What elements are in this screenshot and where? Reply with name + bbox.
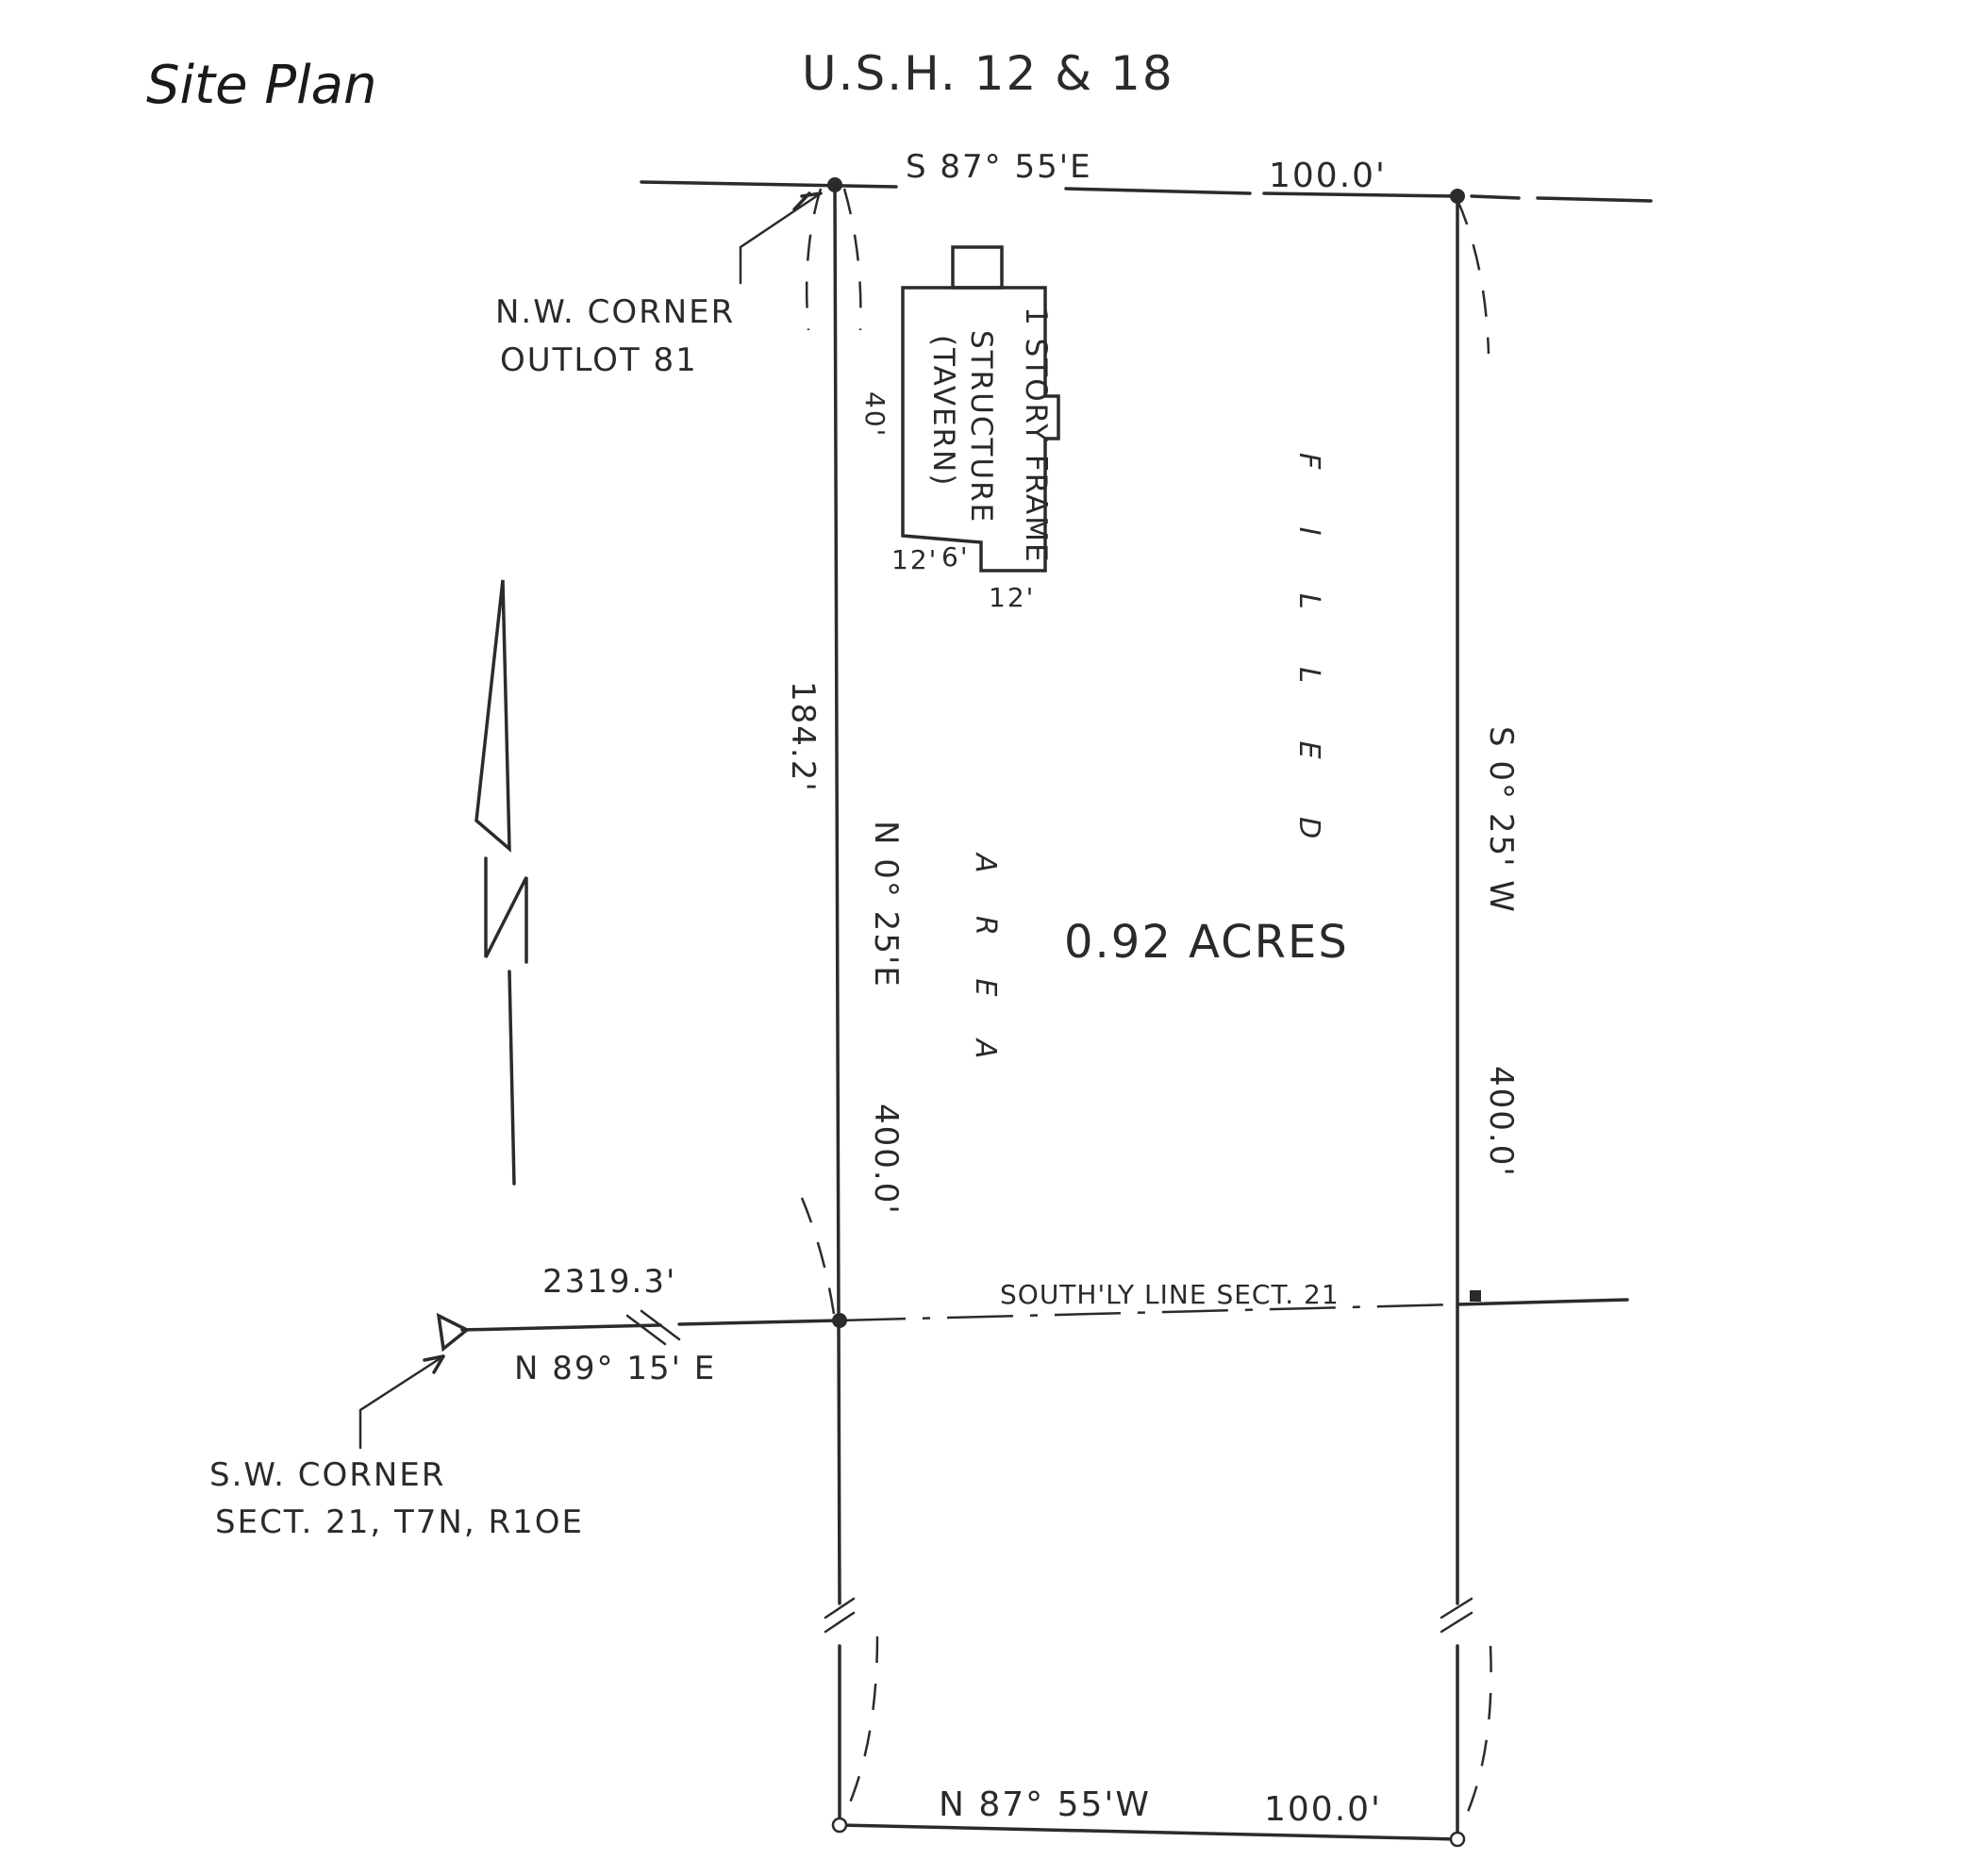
sw-corner-label-1: S.W. CORNER	[209, 1456, 445, 1494]
north-arrow	[474, 579, 528, 1186]
nw-corner-label-2: OUTLOT 81	[500, 341, 698, 379]
building-label-group: 1 STORY FRAME	[1019, 307, 1053, 564]
nw-corner-leader	[739, 191, 823, 285]
break-mark-tie-2	[640, 1309, 681, 1341]
tie-bearing-label: N 89° 15' E	[514, 1350, 716, 1387]
west-distance-label: 400.0'	[867, 1104, 905, 1216]
filled-label-group: F I L L E D	[1292, 453, 1325, 863]
acreage-label: 0.92 ACRES	[1064, 916, 1349, 969]
nw-corner-label-1: N.W. CORNER	[495, 293, 735, 331]
west-distance-group: 400.0'	[867, 1104, 905, 1216]
page-title: Site Plan	[146, 55, 377, 116]
south-bearing-label: N 87° 55'W	[939, 1785, 1151, 1824]
break-mark-west-1	[824, 1597, 856, 1619]
area-label-group: A R E A	[969, 852, 1002, 1075]
building-dim-side: 40'	[859, 391, 891, 438]
arc-ne	[1456, 199, 1490, 355]
sw-corner-triangle	[436, 1312, 471, 1353]
building-label-line3: (TAVERN)	[926, 335, 960, 487]
west-bearing-label: N 0° 25'E	[867, 821, 905, 988]
arc-nw-outer	[805, 188, 823, 331]
building-label-group-3: (TAVERN)	[926, 335, 960, 487]
sw-corner-arrowhead	[423, 1354, 445, 1374]
tie-distance-label: 2319.3'	[542, 1263, 676, 1301]
section-line-label: SOUTH'LY LINE SECT. 21	[1000, 1279, 1340, 1310]
nw-corner-point	[827, 177, 842, 192]
west-partial-group: 184.2'	[784, 681, 822, 793]
north-arrow-letter-n	[484, 856, 528, 964]
building-projection-north	[951, 245, 1004, 290]
se-parcel-point	[1449, 1831, 1466, 1848]
east-distance-group: 400.0'	[1482, 1066, 1520, 1178]
north-arrow-head	[474, 579, 511, 853]
west-partial-label: 184.2'	[784, 681, 822, 793]
highway-label: U.S.H. 12 & 18	[802, 46, 1174, 101]
building-dim-b: 6'	[941, 541, 970, 573]
north-distance-label: 100.0'	[1269, 157, 1387, 195]
north-bearing-label: S 87° 55'E	[906, 148, 1092, 186]
section-line-extension	[1456, 1298, 1629, 1306]
south-distance-label: 100.0'	[1264, 1790, 1382, 1829]
tie-line-west	[460, 1323, 662, 1332]
break-mark-east-1	[1440, 1597, 1473, 1619]
west-boundary-line	[833, 183, 841, 1605]
east-bearing-group: S 0° 25' W	[1482, 726, 1520, 914]
sw-corner-leader	[358, 1354, 445, 1450]
sw-corner-label-2: SECT. 21, T7N, R1OE	[215, 1503, 584, 1541]
east-bearing-label: S 0° 25' W	[1482, 726, 1520, 914]
arc-se	[1460, 1645, 1492, 1826]
north-boundary-line	[640, 180, 1653, 203]
tie-line-east	[677, 1319, 841, 1326]
break-mark-east-2	[1440, 1611, 1473, 1634]
building-outline	[901, 286, 1060, 573]
area-label: A R E A	[969, 852, 1002, 1075]
south-boundary-line	[838, 1823, 1459, 1841]
building-label-line2: STRUCTURE	[964, 330, 998, 523]
sw-parcel-point	[831, 1817, 848, 1834]
ne-corner-point	[1450, 189, 1465, 204]
north-arrow-shaft	[508, 970, 516, 1186]
filled-label: F I L L E D	[1292, 453, 1325, 863]
east-distance-label: 400.0'	[1482, 1066, 1520, 1178]
arc-west-section	[800, 1197, 837, 1321]
arc-sw	[842, 1635, 879, 1817]
section-east-marker	[1470, 1290, 1481, 1302]
building-dim-c: 12'	[989, 582, 1035, 613]
west-bearing-group: N 0° 25'E	[867, 821, 905, 988]
arc-nw-inner	[842, 188, 862, 331]
building-label-line1: 1 STORY FRAME	[1019, 307, 1053, 564]
section-west-point	[832, 1313, 847, 1328]
building-dim-side-group: 40'	[859, 391, 891, 438]
break-mark-tie-1	[625, 1314, 667, 1346]
section-line	[839, 1303, 1458, 1322]
nw-corner-arrowhead	[792, 191, 823, 211]
building-dim-a: 12'	[891, 544, 938, 575]
break-mark-west-2	[824, 1611, 856, 1634]
building-label-group-2: STRUCTURE	[964, 330, 998, 523]
